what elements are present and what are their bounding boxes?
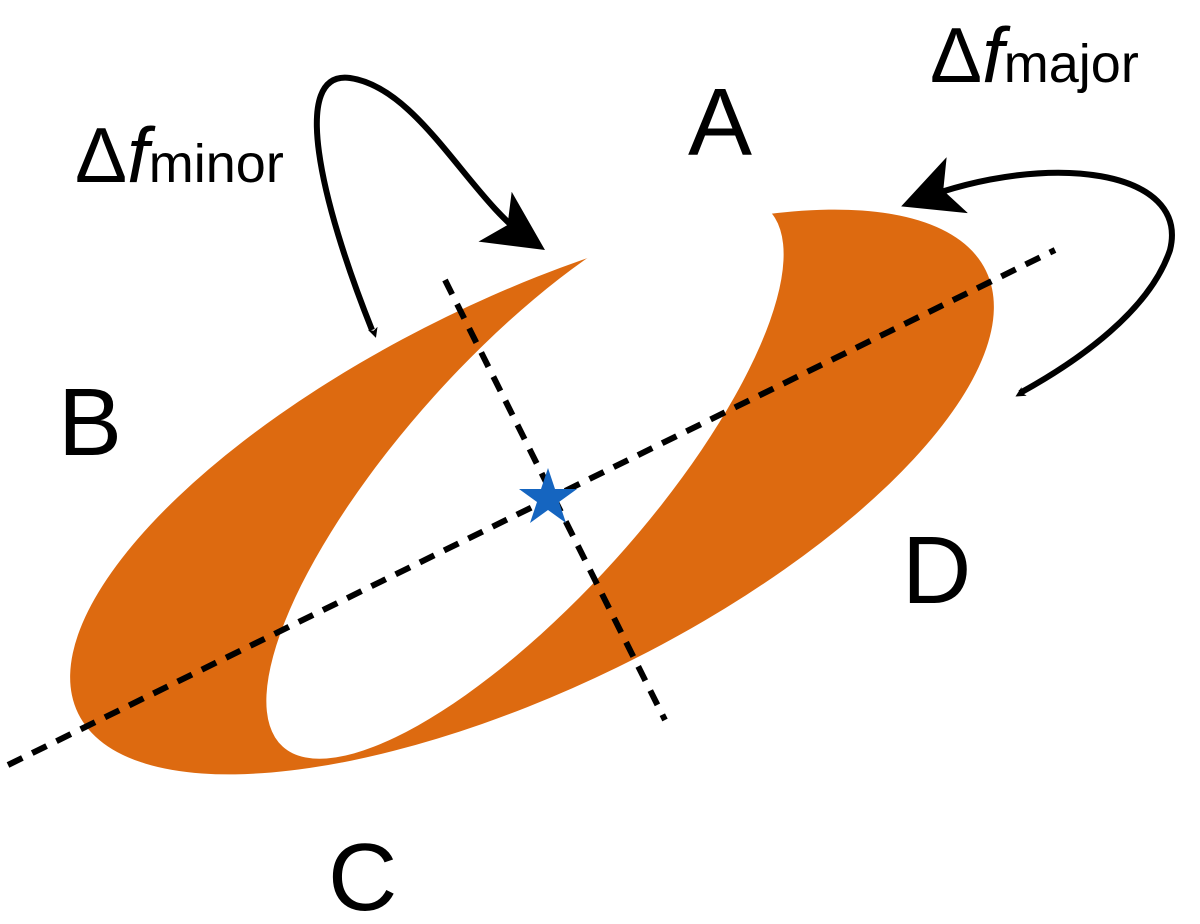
label-c: C xyxy=(328,824,397,924)
major-axis-line xyxy=(6,247,1057,768)
major-arrow xyxy=(901,157,1175,396)
minor-arrow xyxy=(313,74,545,332)
label-b: B xyxy=(58,369,122,476)
label-a: A xyxy=(688,69,752,176)
minor-arrow-start xyxy=(368,326,378,338)
delta-f-minor-label: Δfminor xyxy=(75,111,284,199)
star-icon xyxy=(519,468,577,523)
label-d: D xyxy=(902,517,971,624)
delta-f-major-label: Δfmajor xyxy=(930,11,1139,99)
